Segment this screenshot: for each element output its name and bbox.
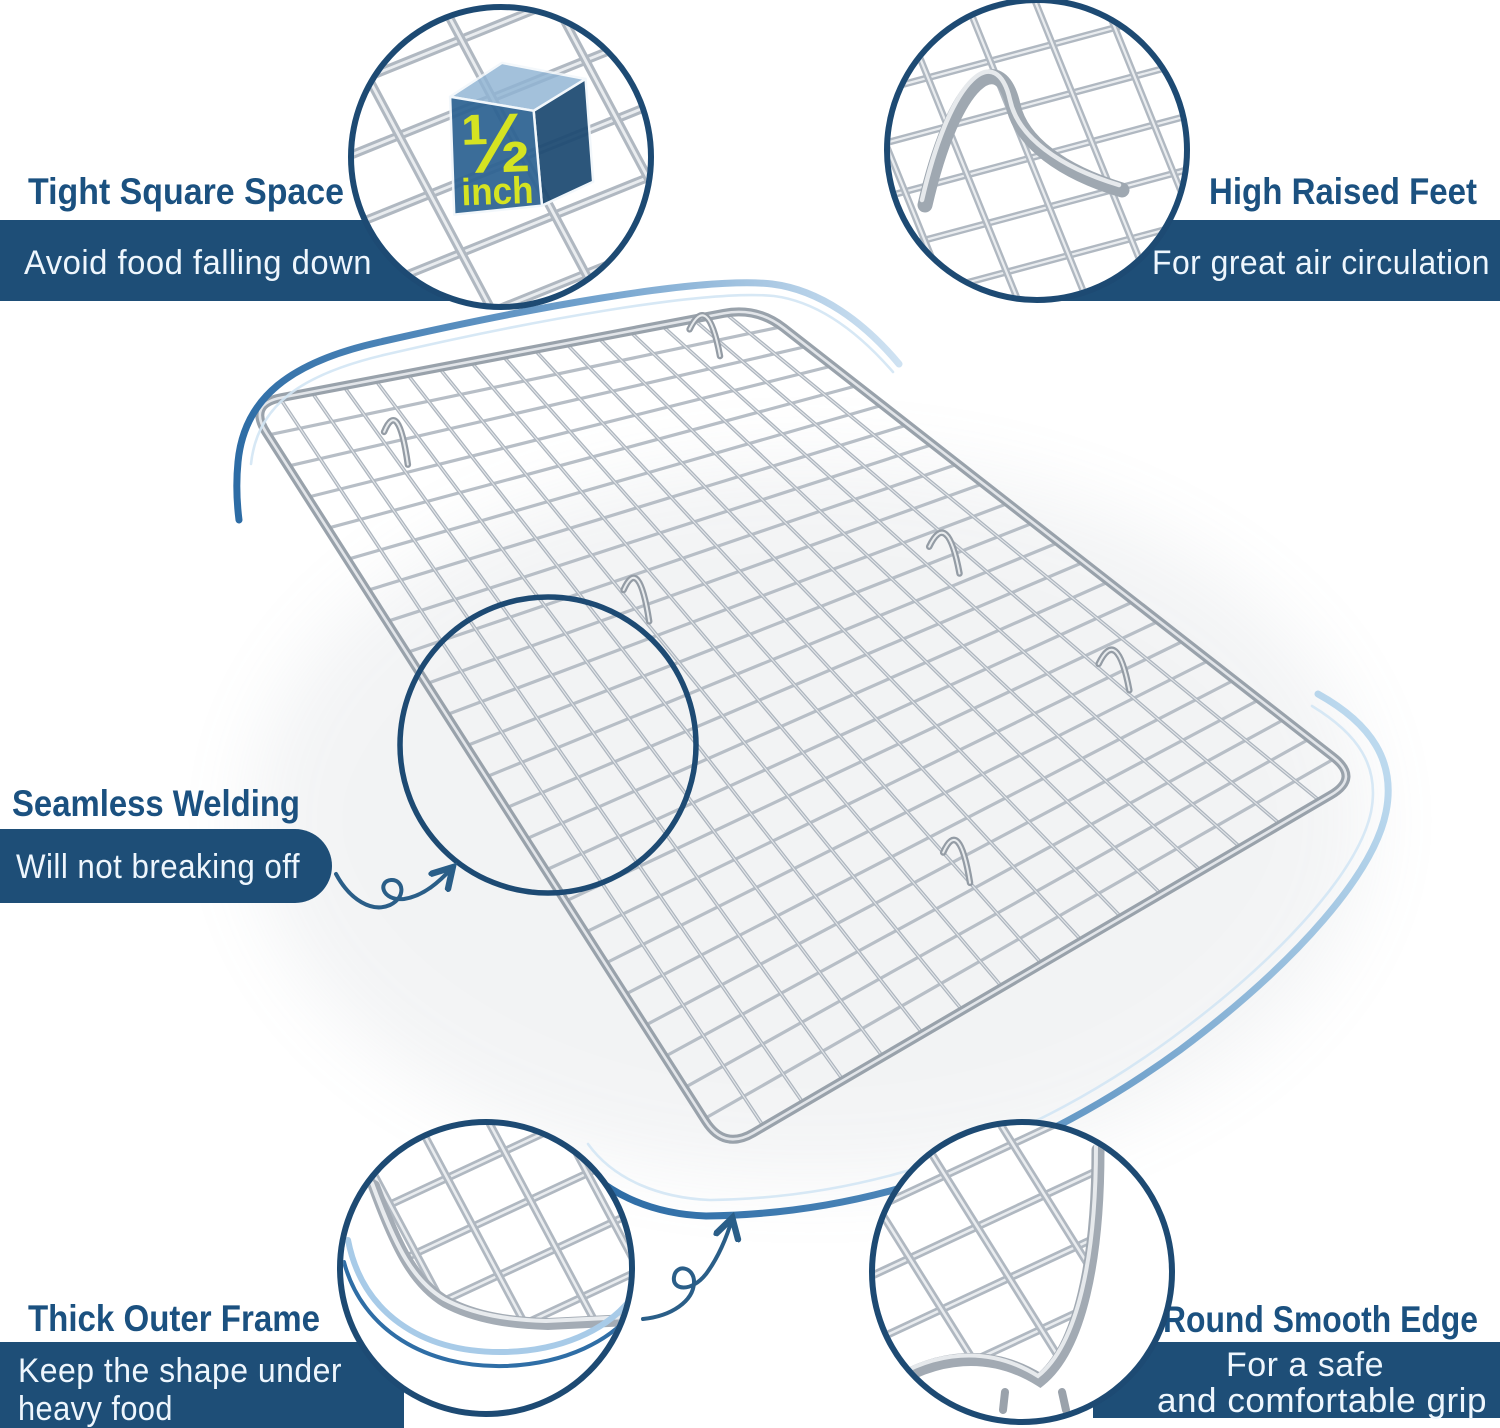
thick-frame-corner-icon [368, 1180, 629, 1331]
cooling-rack-image [255, 307, 1351, 1144]
inset-swoosh-light [345, 1237, 629, 1356]
curl-arrow-seamless-welding [334, 868, 452, 910]
feature-round-smooth-edge: Round Smooth Edge For a safe and comfort… [1093, 1299, 1500, 1420]
feature-caption-seamless-welding: Will not breaking off [16, 848, 300, 886]
swoosh-outline-bottom-right [568, 690, 1392, 1220]
feature-caption-thick-outer-frame-line2: heavy food [18, 1390, 173, 1428]
feature-banner-round-smooth-edge [1093, 1342, 1500, 1418]
feature-seamless-welding: Seamless Welding Will not breaking off [0, 783, 332, 903]
feature-thick-outer-frame: Thick Outer Frame Keep the shape under h… [0, 1298, 404, 1428]
feature-banner-seamless-welding [0, 829, 332, 903]
swoosh-outline-top-left [233, 279, 903, 524]
feature-title-tight-square-space: Tight Square Space [28, 171, 344, 212]
magnifier-circle [397, 594, 699, 896]
rack-shadow [250, 460, 1370, 1180]
inset-high-raised-feet [884, 0, 1190, 303]
feature-title-high-raised-feet: High Raised Feet [1209, 171, 1477, 212]
raised-foot-icon [917, 69, 1130, 213]
feature-caption-high-raised-feet: For great air circulation [1152, 244, 1490, 282]
inset-swoosh-dark [343, 1260, 629, 1369]
cube-unit-label: inch [461, 170, 534, 214]
feature-caption-round-smooth-edge-line2: and comfortable grip [1157, 1382, 1487, 1420]
feature-title-round-smooth-edge: Round Smooth Edge [1163, 1299, 1478, 1340]
cube-fraction-label: ½ [459, 95, 532, 191]
half-inch-cube: ½ inch [448, 61, 595, 216]
curl-arrow-thick-outer-frame [641, 1219, 732, 1321]
feature-title-seamless-welding: Seamless Welding [12, 783, 300, 824]
feature-banner-thick-outer-frame [0, 1342, 404, 1428]
feature-caption-tight-square-space: Avoid food falling down [24, 244, 372, 282]
feature-caption-thick-outer-frame-line1: Keep the shape under [18, 1352, 342, 1390]
feature-caption-round-smooth-edge-line1: For a safe [1226, 1346, 1384, 1384]
feature-title-thick-outer-frame: Thick Outer Frame [28, 1298, 320, 1339]
